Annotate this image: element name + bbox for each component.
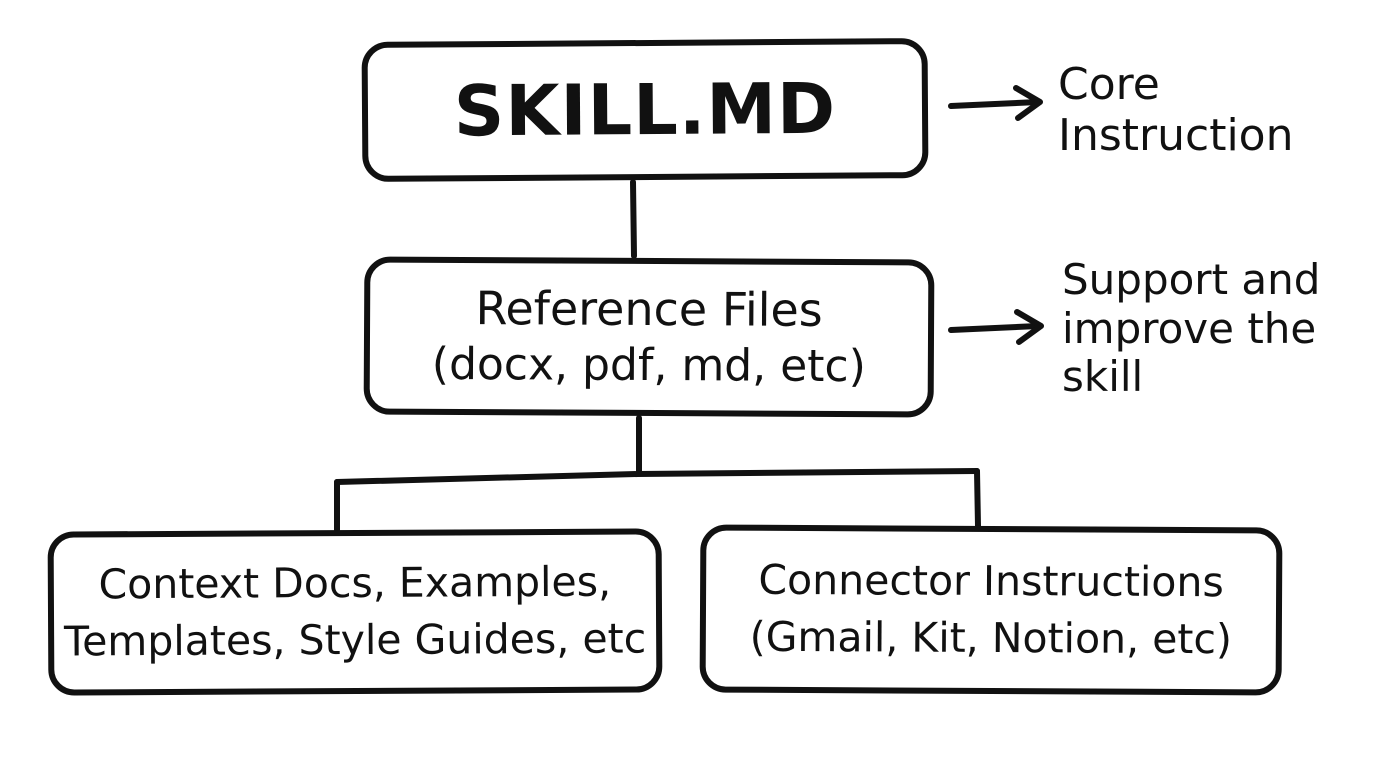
skill-md-title: SKILL.MD xyxy=(453,67,837,153)
reference-files-formats: (docx, pdf, md, etc) xyxy=(431,339,866,393)
reference-files-title: Reference Files xyxy=(475,280,823,337)
support-note-line: improve the xyxy=(1062,303,1317,353)
branch-right-drop-line xyxy=(974,468,981,529)
core-instruction-arrow xyxy=(948,85,1043,121)
core-instruction-note-line: Core xyxy=(1058,59,1160,110)
core-instruction-note: Core Instruction xyxy=(1058,59,1294,161)
support-note-line: skill xyxy=(1062,352,1144,402)
context-docs-line: Templates, Style Guides, etc xyxy=(63,614,647,666)
support-arrow xyxy=(948,309,1044,345)
support-note: Support and improve the skill xyxy=(1062,255,1321,402)
root-to-reference-line xyxy=(630,179,637,259)
reference-files-box: Reference Files (docx, pdf, md, etc) xyxy=(363,256,935,418)
skill-md-box: SKILL.MD xyxy=(361,38,929,182)
connector-instructions-line: Connector Instructions xyxy=(758,555,1224,606)
context-docs-line: Context Docs, Examples, xyxy=(98,557,612,608)
context-docs-box: Context Docs, Examples, Templates, Style… xyxy=(47,528,663,696)
branch-horizontal-line xyxy=(334,468,980,485)
connector-instructions-box: Connector Instructions (Gmail, Kit, Noti… xyxy=(699,524,1283,696)
core-instruction-note-line: Instruction xyxy=(1058,109,1294,161)
support-note-line: Support and xyxy=(1062,255,1321,304)
connector-instructions-line: (Gmail, Kit, Notion, etc) xyxy=(749,612,1233,664)
